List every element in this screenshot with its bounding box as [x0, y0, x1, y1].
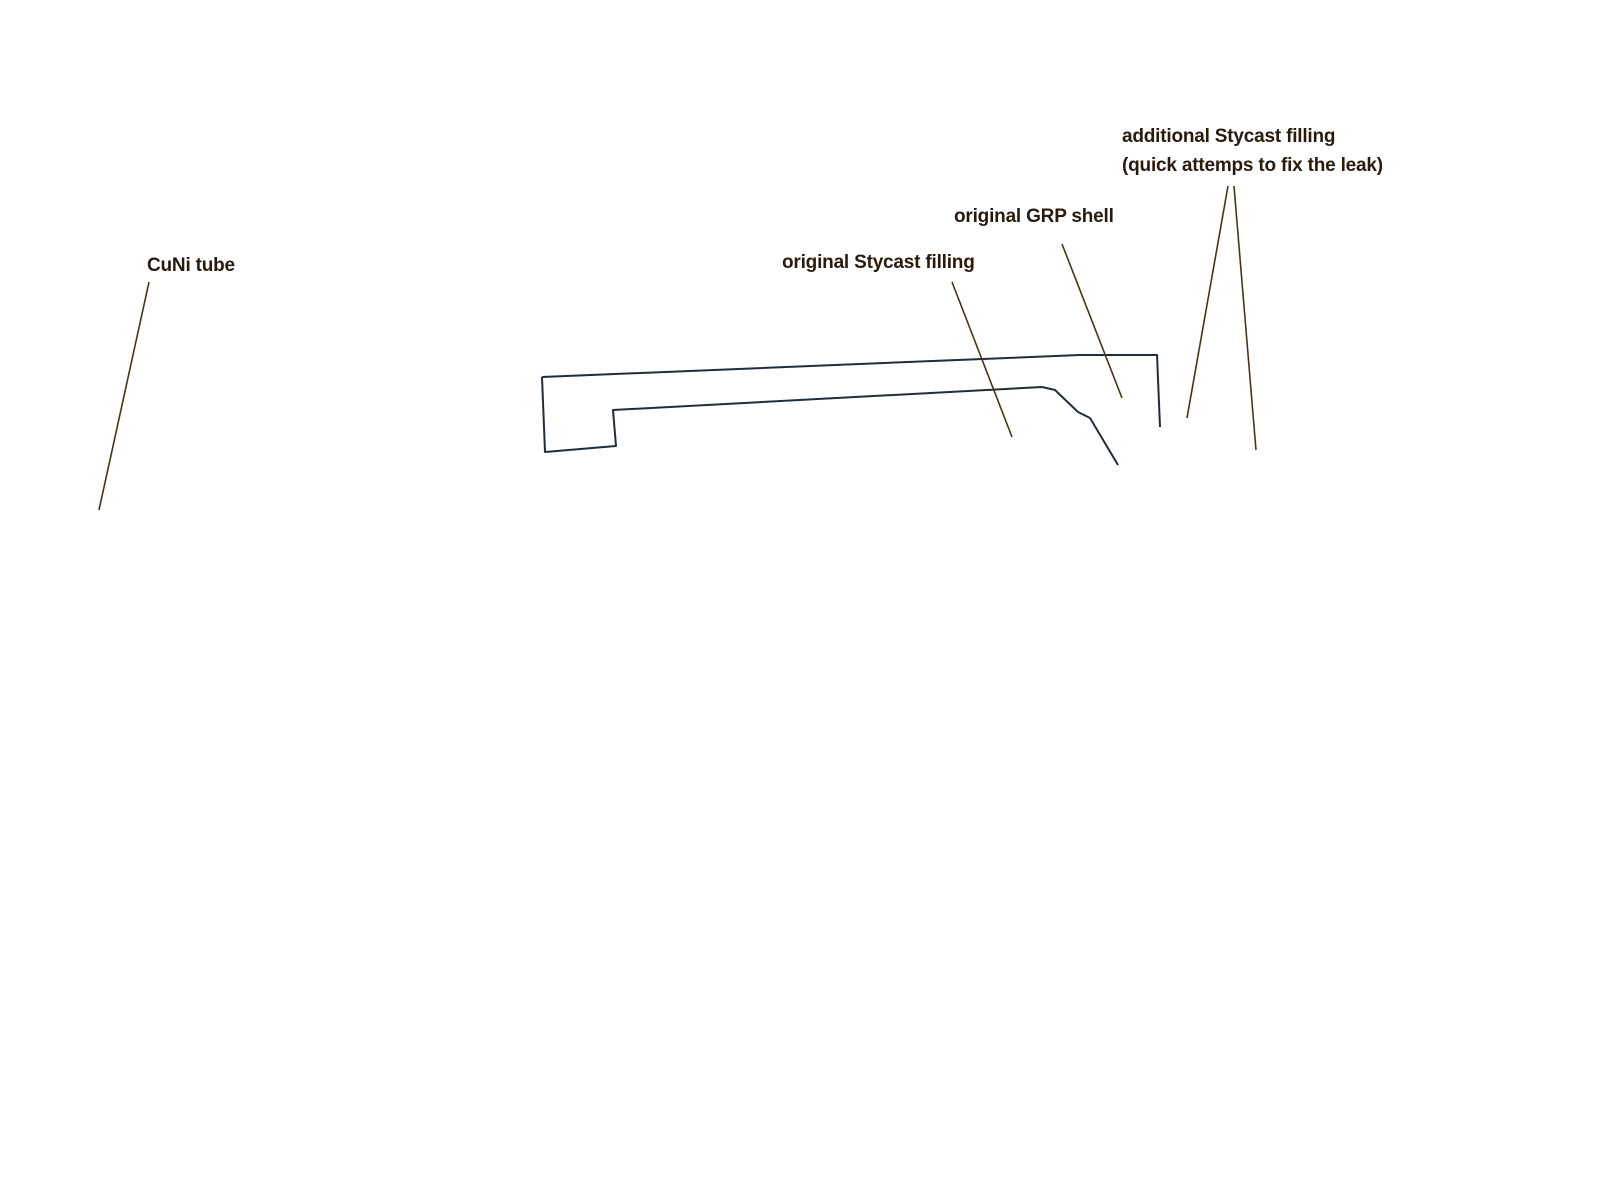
- label-original-stycast-text: original Stycast filling: [782, 252, 975, 273]
- label-original-stycast-filling: original Stycast filling: [782, 248, 975, 277]
- label-original-grp-shell: original GRP shell: [954, 202, 1114, 231]
- label-additional-stycast-line1: additional Stycast filling: [1122, 126, 1336, 147]
- stycast-filling-outline: [541, 376, 1119, 466]
- label-additional-stycast-line2: (quick attemps to fix the leak): [1122, 155, 1383, 176]
- leader-line-original-grp: [1061, 243, 1123, 399]
- label-original-grp-text: original GRP shell: [954, 206, 1114, 227]
- leader-line-additional-stycast-2: [1233, 185, 1257, 451]
- leader-line-original-stycast: [951, 281, 1013, 438]
- label-cuni-tube: CuNi tube: [147, 251, 235, 280]
- label-additional-stycast-filling: additional Stycast filling (quick attemp…: [1122, 122, 1383, 180]
- leader-line-cuni-tube: [98, 281, 150, 511]
- leader-line-additional-stycast-1: [1186, 185, 1229, 419]
- label-cuni-tube-text: CuNi tube: [147, 255, 235, 276]
- grp-shell-outline: [541, 354, 1161, 428]
